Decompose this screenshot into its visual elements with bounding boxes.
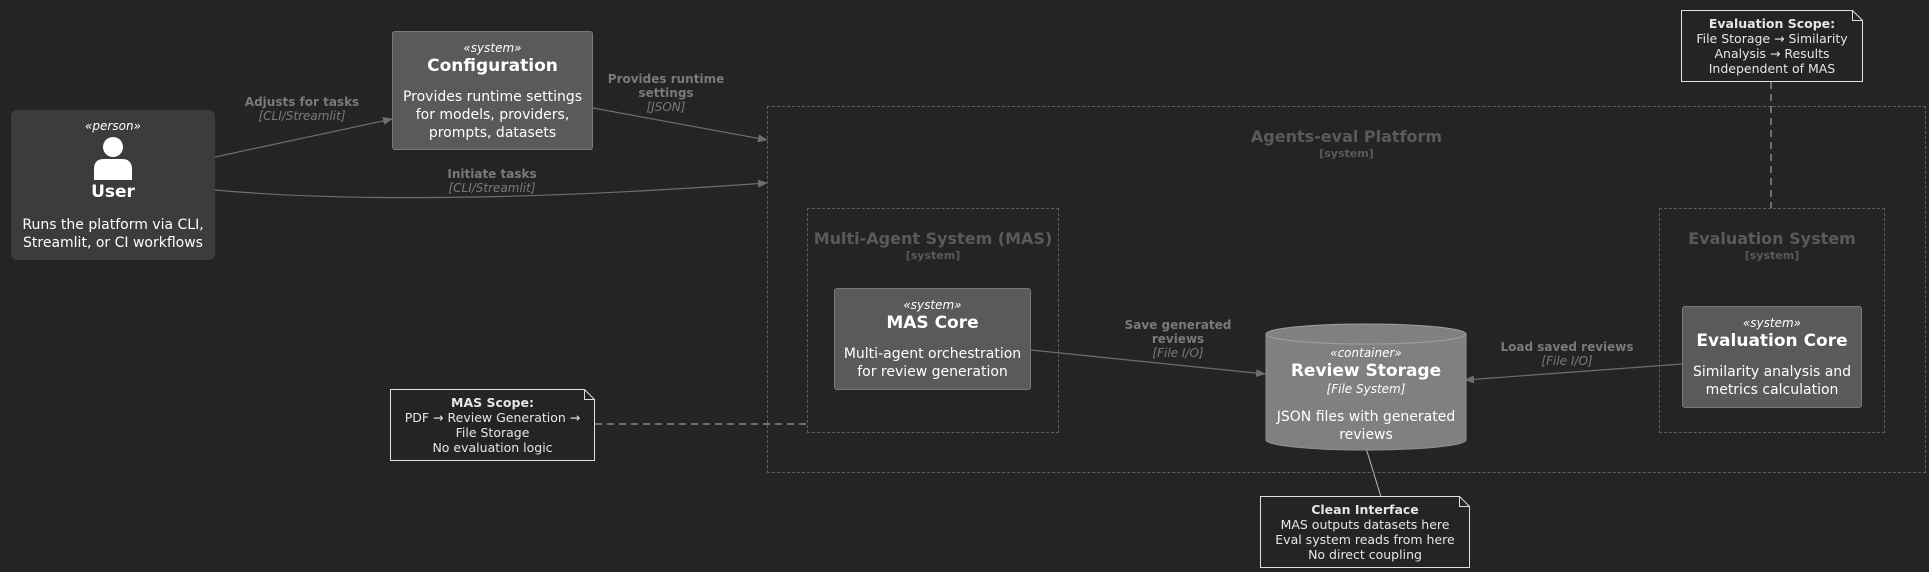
eval-boundary-type: [system] [1744, 249, 1800, 262]
mas-core-node[interactable]: «system» MAS Core Multi-agent orchestrat… [834, 288, 1031, 390]
configuration-desc-line: Provides runtime settings [402, 89, 583, 105]
eval-core-desc-line: metrics calculation [1705, 382, 1839, 398]
eval-core-desc: Similarity analysis and metrics calculat… [1683, 363, 1861, 399]
configuration-stereotype: «system» [463, 41, 522, 55]
platform-boundary: Agents-eval Platform [system] [767, 106, 1926, 473]
mas-core-stereotype: «system» [903, 298, 962, 312]
edge-provides-label: settings [638, 86, 694, 100]
note-clean-interface: Clean Interface MAS outputs datasets her… [1260, 496, 1470, 568]
user-node[interactable]: «person» User Runs the platform via CLI,… [11, 110, 215, 260]
review-storage-node[interactable]: «container» Review Storage [File System]… [1266, 346, 1466, 446]
edge-label-provides: Provides runtime settings [JSON] [601, 72, 731, 114]
mas-core-desc-line: Multi-agent orchestration [843, 346, 1022, 362]
mas-boundary-title: Multi-Agent System (MAS) [813, 229, 1053, 248]
edge-save-label: Save generated [1124, 318, 1232, 332]
configuration-desc-line: prompts, datasets [428, 125, 557, 141]
note-clean-line: MAS outputs datasets here [1280, 517, 1450, 532]
user-desc-line: Runs the platform via CLI, [22, 217, 204, 233]
edge-adjusts [214, 116, 393, 158]
mas-core-title: MAS Core [886, 313, 979, 333]
note-eval-scope: Evaluation Scope: File Storage → Similar… [1681, 10, 1863, 82]
edge-load-tech: [File I/O] [1541, 354, 1593, 368]
note-clean-line: No direct coupling [1308, 547, 1422, 562]
mas-core-desc: Multi-agent orchestration for review gen… [835, 345, 1030, 381]
note-eval-scope-line: Independent of MAS [1708, 61, 1836, 76]
eval-boundary-title: Evaluation System [1688, 229, 1856, 248]
edge-provides-label: Provides runtime [607, 72, 725, 86]
person-icon [94, 137, 132, 180]
mas-core-desc-line: for review generation [857, 364, 1008, 380]
edge-load-label: Load saved reviews [1500, 340, 1634, 354]
note-mas-scope-title: MAS Scope: [451, 395, 534, 410]
mas-boundary-type: [system] [905, 249, 961, 262]
eval-core-node[interactable]: «system» Evaluation Core Similarity anal… [1682, 306, 1862, 408]
note-clean-line: Eval system reads from here [1275, 532, 1455, 547]
platform-title: Agents-eval Platform [1250, 127, 1443, 146]
note-mas-scope-line: No evaluation logic [432, 440, 553, 455]
eval-core-stereotype: «system» [1742, 316, 1802, 330]
note-fold-icon [1681, 10, 1863, 82]
user-desc-line: Streamlit, or CI workflows [23, 235, 203, 251]
edge-label-initiate: Initiate tasks [CLI/Streamlit] [412, 167, 572, 195]
edge-label-adjusts: Adjusts for tasks [CLI/Streamlit] [222, 95, 382, 123]
user-desc: Runs the platform via CLI, Streamlit, or… [12, 216, 214, 252]
edge-label-load: Load saved reviews [File I/O] [1487, 340, 1647, 368]
edge-load [1464, 363, 1683, 384]
eval-core-desc-line: Similarity analysis and [1692, 364, 1852, 380]
note-mas-scope-line: File Storage [455, 425, 530, 440]
review-storage-title: Review Storage [1290, 361, 1442, 381]
edge-initiate [214, 179, 768, 199]
review-storage-desc: JSON files with generated reviews [1266, 408, 1466, 444]
note-mas-scope: MAS Scope: PDF → Review Generation → Fil… [390, 389, 595, 461]
edge-adjusts-label: Adjusts for tasks [244, 95, 360, 109]
platform-type: [system] [1319, 147, 1374, 160]
edge-label-save: Save generated reviews [File I/O] [1113, 318, 1243, 360]
user-stereotype: «person» [85, 119, 141, 133]
edge-initiate-label: Initiate tasks [447, 167, 537, 181]
note-fold-icon [390, 389, 595, 461]
edge-adjusts-tech: [CLI/Streamlit] [258, 109, 346, 123]
note-mas-scope-line: PDF → Review Generation → [404, 410, 581, 425]
edge-save-label: reviews [1151, 332, 1205, 346]
note-fold-icon [1260, 496, 1470, 568]
edge-save-tech: [File I/O] [1152, 346, 1204, 360]
eval-core-title: Evaluation Core [1696, 331, 1848, 351]
note-eval-scope-line: Analysis → Results [1714, 46, 1830, 61]
configuration-desc-line: for models, providers, [415, 107, 570, 123]
review-storage-stereotype: «container» [1330, 346, 1402, 360]
review-storage-tech: [File System] [1326, 382, 1406, 396]
note-eval-scope-line: File Storage → Similarity [1696, 31, 1848, 46]
review-storage-desc-line: reviews [1339, 427, 1393, 443]
edge-initiate-tech: [CLI/Streamlit] [448, 181, 536, 195]
configuration-title: Configuration [427, 56, 558, 76]
note-eval-scope-title: Evaluation Scope: [1708, 16, 1836, 31]
edge-provides-tech: [JSON] [646, 100, 686, 114]
review-storage-desc-line: JSON files with generated [1276, 409, 1456, 425]
eval-boundary: Evaluation System [system] [1659, 208, 1885, 433]
edge-save [1030, 349, 1266, 378]
note-clean-title: Clean Interface [1311, 502, 1419, 517]
mas-boundary: Multi-Agent System (MAS) [system] [807, 208, 1059, 433]
configuration-desc: Provides runtime settings for models, pr… [393, 88, 592, 142]
review-storage-cylinder [1265, 323, 1467, 451]
configuration-node[interactable]: «system» Configuration Provides runtime … [392, 31, 593, 150]
edge-provides [592, 107, 768, 143]
user-title: User [91, 182, 135, 202]
